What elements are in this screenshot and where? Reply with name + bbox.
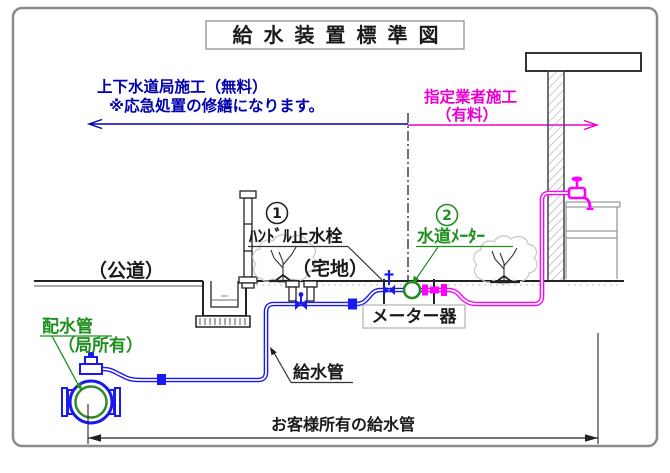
meter-union-left (422, 284, 428, 296)
gutter-base-pad (195, 315, 251, 328)
distribution-pipe-owner-text: （局所有） (58, 335, 143, 356)
supply-pipe-blue (101, 287, 424, 385)
callout-1-leader (347, 246, 383, 281)
tree-branches (270, 246, 297, 281)
callout-1-circle (265, 201, 289, 225)
water-meter (402, 280, 422, 300)
contractor-line2: （有料） (436, 105, 498, 124)
page-border (11, 6, 659, 448)
title-block: 給水装置標準図 (205, 20, 465, 50)
supply-pipe-core (101, 289, 424, 381)
customer-pipe-dimension: お客様所有の給水管 (87, 333, 599, 444)
gutter-inner (210, 281, 239, 308)
distribution-pipe-leader (51, 335, 81, 389)
bureau-arrowhead (86, 118, 103, 130)
meter-nipple (430, 286, 439, 294)
callout-1-label: ﾊﾝﾄﾞﾙ止水栓 (248, 226, 343, 247)
supply-pipe-label: 給水管 (270, 347, 353, 384)
faucet-handle (571, 176, 583, 182)
saddle-neck (84, 356, 98, 365)
meter-union-right (441, 284, 447, 296)
callout-2: 2 水道ﾒｰﾀｰ (412, 203, 513, 284)
faucet-spout (582, 195, 592, 210)
flange-right-outer (114, 387, 121, 417)
curb-valve-left-wedge (295, 299, 301, 310)
callout-1-number: 1 (272, 206, 282, 222)
meter-assembly (383, 270, 447, 304)
contractor-arrowhead (583, 119, 600, 131)
road-label: （公道） (88, 259, 164, 282)
distribution-main (61, 352, 121, 425)
bureau-annotation: 上下水道局施工（無料） ※応急処置の修繕になります。 (86, 77, 408, 130)
contractor-annotation: 指定業者施工 （有料） (408, 87, 600, 131)
page-title: 給水装置標準図 (233, 23, 450, 47)
supply-pipe-leader (272, 350, 292, 383)
faucet-body (567, 186, 587, 200)
supply-pipe-arrowhead (270, 347, 277, 356)
bureau-line1: 上下水道局施工（無料） (97, 77, 268, 96)
service-pipe-magenta (424, 176, 594, 307)
callout-2-circle (435, 203, 459, 227)
pipe-coupling (348, 298, 357, 310)
distribution-pipe-arrowhead (75, 382, 82, 391)
tree-right (473, 235, 538, 285)
faucet (567, 176, 594, 210)
curb-valve-knob (298, 292, 304, 297)
contractor-line1: 指定業者施工 (424, 87, 518, 106)
tree-branches (491, 247, 518, 282)
sink-stand (565, 201, 621, 279)
valve-box-cap-right (303, 280, 318, 288)
callout-2-leader (413, 246, 439, 283)
title-box (205, 20, 465, 50)
dimension-arrow-left (88, 434, 101, 442)
meter-box-label-frame (362, 304, 466, 329)
callout-2-number: 2 (442, 208, 452, 224)
customer-pipe-text: お客様所有の給水管 (271, 415, 415, 434)
dimension-arrow-right (585, 434, 598, 442)
callout-2-label: 水道ﾒｰﾀｰ (417, 226, 485, 247)
pipe-coupling (157, 374, 166, 385)
stop-valve-left-wedge (383, 285, 389, 295)
service-pipe-core (424, 192, 569, 305)
curb-valve-right-wedge (301, 299, 307, 310)
curb-stop-valve-box (285, 280, 318, 310)
building-wall (547, 70, 565, 282)
bureau-line2: ※応急処置の修繕になります。 (109, 96, 324, 115)
premises-label: （宅地） (292, 257, 368, 280)
stop-valve-right-wedge (389, 285, 395, 295)
valve-box-wall-left (288, 286, 297, 302)
flange-left-outer (61, 387, 68, 417)
meter-box-label-text: メーター器 (372, 307, 458, 327)
valve-box-cap-left (285, 280, 300, 288)
distribution-pipe-label: 配水管 （局所有） (40, 316, 143, 391)
distribution-pipe-text: 配水管 (42, 316, 93, 337)
saddle-cap (88, 352, 94, 357)
valve-box-wall-right (306, 286, 315, 302)
saddle-body (79, 363, 103, 375)
gutter (195, 281, 251, 328)
main-pipe-bore (74, 385, 108, 419)
callout-2-arrowhead (412, 275, 419, 284)
supply-pipe-text: 給水管 (293, 362, 344, 383)
meter-box-label: メーター器 (362, 304, 466, 329)
roof-eave (525, 52, 642, 72)
callout-1: 1 ﾊﾝﾄﾞﾙ止水栓 (248, 201, 383, 281)
utility-pole (238, 190, 258, 289)
